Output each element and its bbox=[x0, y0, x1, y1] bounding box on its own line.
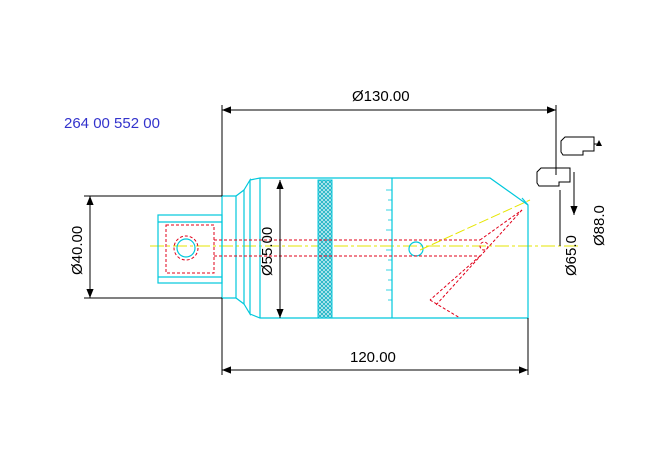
dim-length: 120.00 bbox=[350, 349, 396, 366]
insert-shape-icon bbox=[536, 167, 571, 187]
hidden-lines bbox=[165, 209, 523, 319]
direction-arrow-icon bbox=[596, 140, 602, 146]
part-number: 264 00 552 00 bbox=[64, 115, 160, 132]
dim-diameter-88: Ø88.0 bbox=[591, 205, 608, 246]
dim-body-diameter: Ø55.00 bbox=[259, 227, 276, 276]
knurled-ring bbox=[317, 179, 333, 319]
dim-shank-diameter: Ø40.00 bbox=[69, 226, 86, 275]
dim-diameter-65: Ø65.0 bbox=[563, 235, 580, 276]
yellow-angle-line bbox=[419, 199, 531, 251]
dim-overall-diameter: Ø130.00 bbox=[352, 88, 410, 105]
insert-shape-icon bbox=[560, 136, 600, 156]
dimension-lines bbox=[84, 105, 578, 375]
cyan-bore-circle bbox=[176, 238, 196, 258]
